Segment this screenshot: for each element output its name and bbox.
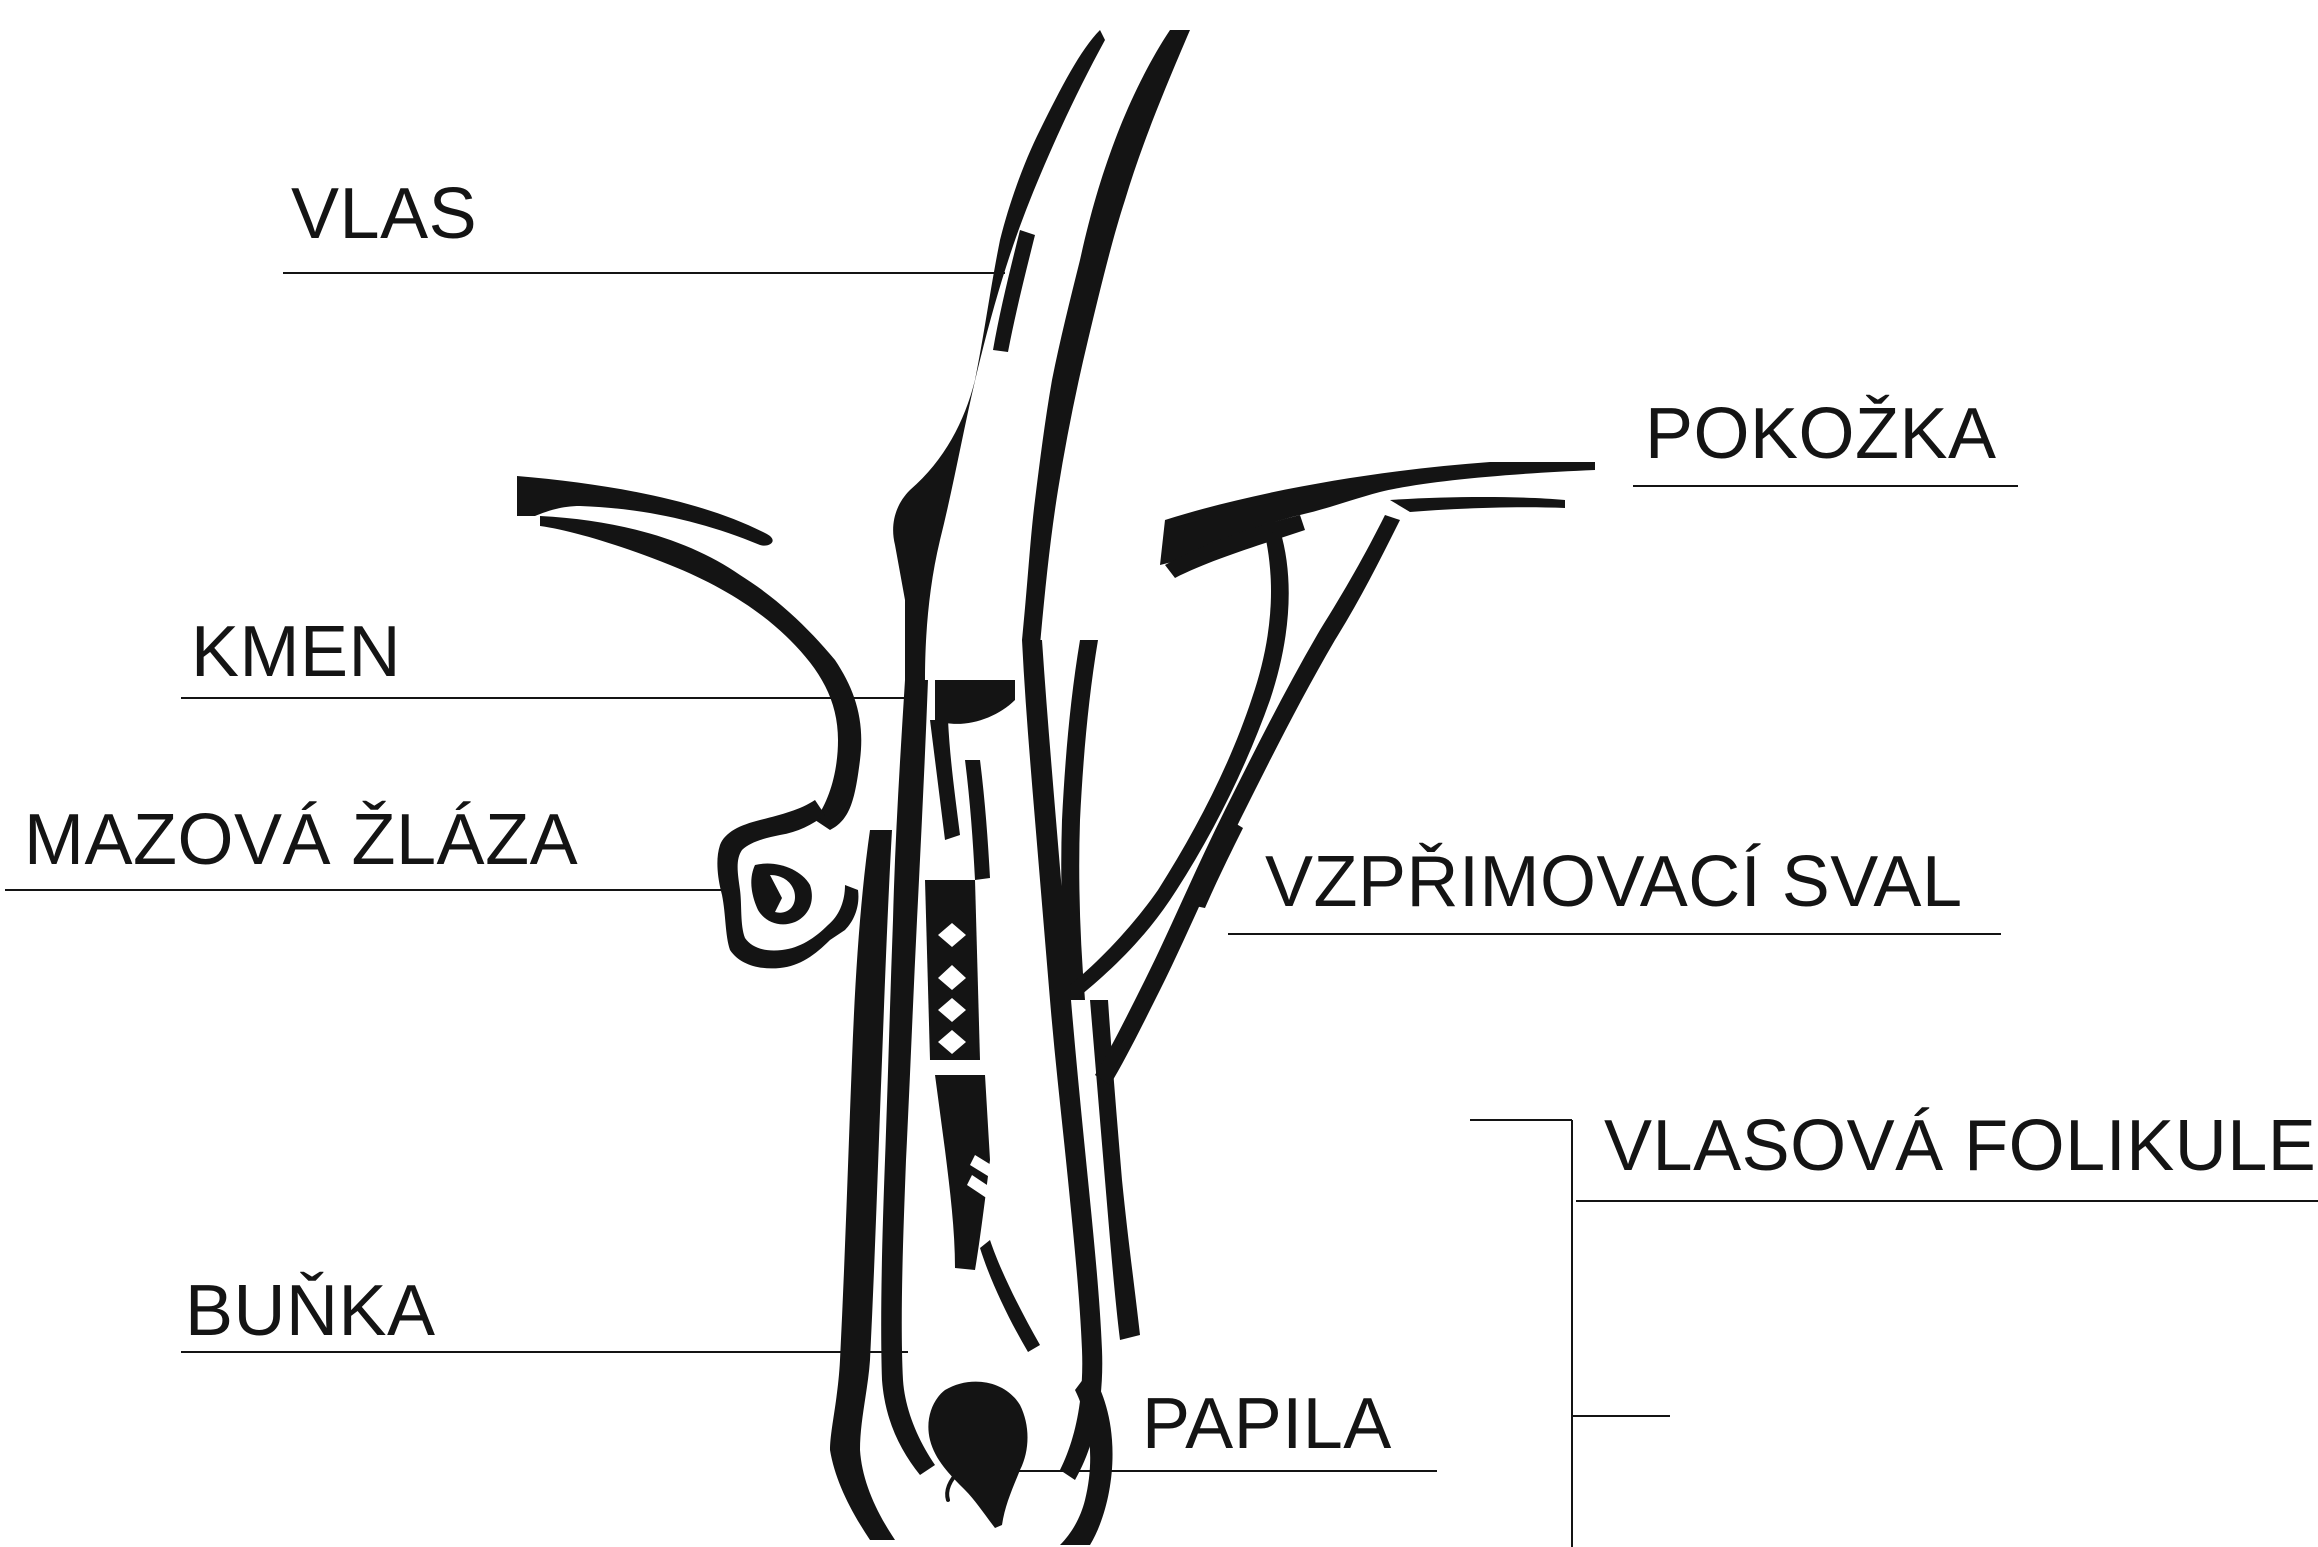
labels: VLAS POKOŽKA KMEN MAZOVÁ ŽLÁZA VZPŘIMOVA… [24, 174, 2316, 1464]
cells [925, 880, 1040, 1352]
label-pokozka: POKOŽKA [1645, 394, 1997, 474]
label-vlasova-folikule: VLASOVÁ FOLIKULE [1604, 1106, 2316, 1186]
papilla [928, 1382, 1027, 1528]
skin-surface-left [517, 476, 861, 830]
label-papila: PAPILA [1142, 1384, 1392, 1464]
label-vlas: VLAS [291, 174, 477, 254]
label-mazova-zlaza: MAZOVÁ ŽLÁZA [24, 800, 578, 880]
label-kmen: KMEN [191, 612, 401, 692]
hair-shaft [893, 30, 1190, 680]
label-vzprimovaci-sval: VZPŘIMOVACÍ SVAL [1265, 842, 1962, 922]
label-bunka: BUŇKA [185, 1271, 436, 1351]
erector-muscle [1070, 515, 1400, 1085]
